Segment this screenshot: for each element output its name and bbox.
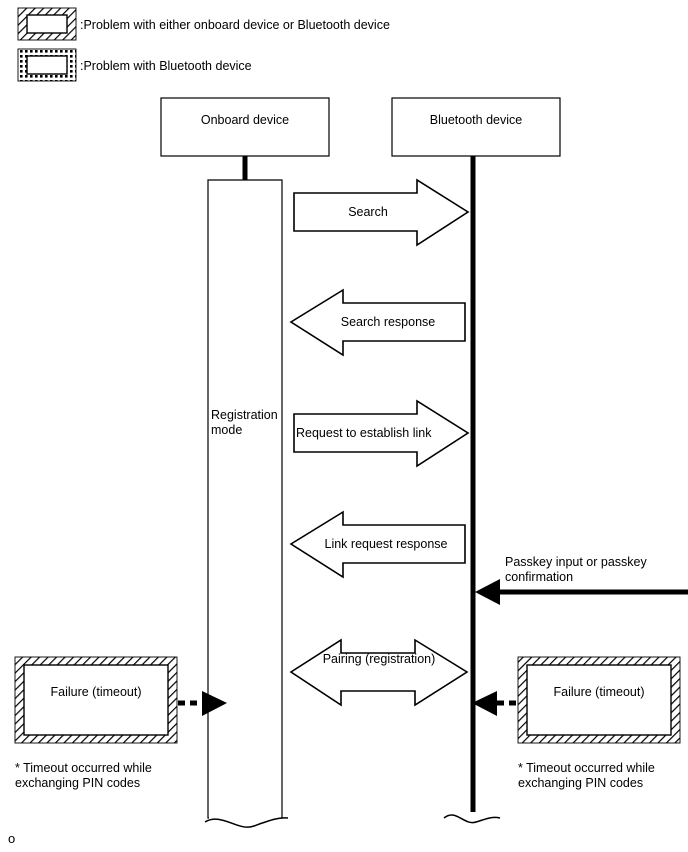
failure-right-inner-box [526, 664, 672, 736]
message-search: Search [293, 178, 470, 247]
failure-right-arrow-head [472, 691, 497, 716]
corner-mark: o [8, 831, 15, 846]
onboard-device-header: Onboard device [160, 97, 330, 157]
registration-mode-label-line2: mode [211, 423, 242, 437]
message-link-request-response: Link request response [289, 510, 466, 579]
legend-item-1-label: :Problem with Bluetooth device [80, 59, 252, 73]
onboard-device-header-label: Onboard device [201, 113, 289, 127]
passkey-label-line1: Passkey input or passkey [505, 555, 647, 569]
failure-left-note-line1: * Timeout occurred while [15, 761, 152, 775]
dotted-box-icon [17, 48, 77, 82]
passkey-input-annotation: Passkey input or passkey confirmation [475, 555, 688, 605]
failure-right-label: Failure (timeout) [554, 685, 645, 699]
search-response-arrow-label: Search response [341, 315, 436, 329]
failure-box-right: Failure (timeout) * Timeout occurred whi… [472, 656, 681, 790]
failure-left-inner-box [23, 664, 169, 736]
failure-right-note-line2: exchanging PIN codes [518, 776, 643, 790]
failure-right-note-line1: * Timeout occurred while [518, 761, 655, 775]
request-establish-link-arrow-shape [293, 399, 470, 468]
link-request-response-arrow-label: Link request response [325, 537, 448, 551]
legend-item-0: :Problem with either onboard device or B… [17, 7, 390, 41]
request-establish-link-arrow-label: Request to establish link [296, 426, 432, 440]
lifeline-headers: Onboard device Bluetooth device [160, 97, 561, 157]
search-arrow-shape [293, 178, 470, 247]
link-request-response-arrow-shape [289, 510, 466, 579]
activation-bar-break-mask [209, 808, 281, 830]
hatched-box-icon [17, 7, 77, 41]
passkey-label-line2: confirmation [505, 570, 573, 584]
registration-mode-activation-bar [207, 179, 283, 819]
passkey-arrow-head [475, 579, 500, 605]
legend-item-0-label: :Problem with either onboard device or B… [80, 18, 390, 32]
bluetooth-lifeline-break-wave [443, 814, 501, 824]
failure-left-label: Failure (timeout) [51, 685, 142, 699]
bluetooth-device-header: Bluetooth device [391, 97, 561, 157]
failure-left-arrow-head [202, 691, 227, 716]
bluetooth-device-header-label: Bluetooth device [430, 113, 522, 127]
bluetooth-device-lifeline [443, 156, 501, 830]
message-request-establish-link: Request to establish link [293, 399, 470, 468]
onboard-device-lifeline: Registration mode [204, 156, 289, 830]
legend: :Problem with either onboard device or B… [17, 7, 390, 82]
search-arrow-label: Search [348, 205, 388, 219]
onboard-lifeline-break-wave [204, 817, 289, 828]
failure-left-note-line2: exchanging PIN codes [15, 776, 140, 790]
legend-item-1: :Problem with Bluetooth device [17, 48, 252, 82]
pairing-registration-arrow-shape [289, 638, 469, 707]
message-search-response: Search response [289, 288, 466, 357]
failure-box-left: Failure (timeout) * Timeout occurred whi… [14, 656, 227, 790]
registration-mode-label-line1: Registration [211, 408, 278, 422]
search-response-arrow-shape [289, 288, 466, 357]
message-pairing-registration: Pairing (registration) [289, 638, 469, 707]
pairing-registration-arrow-label: Pairing (registration) [323, 652, 436, 666]
bluetooth-lifeline-break-mask [466, 812, 482, 830]
